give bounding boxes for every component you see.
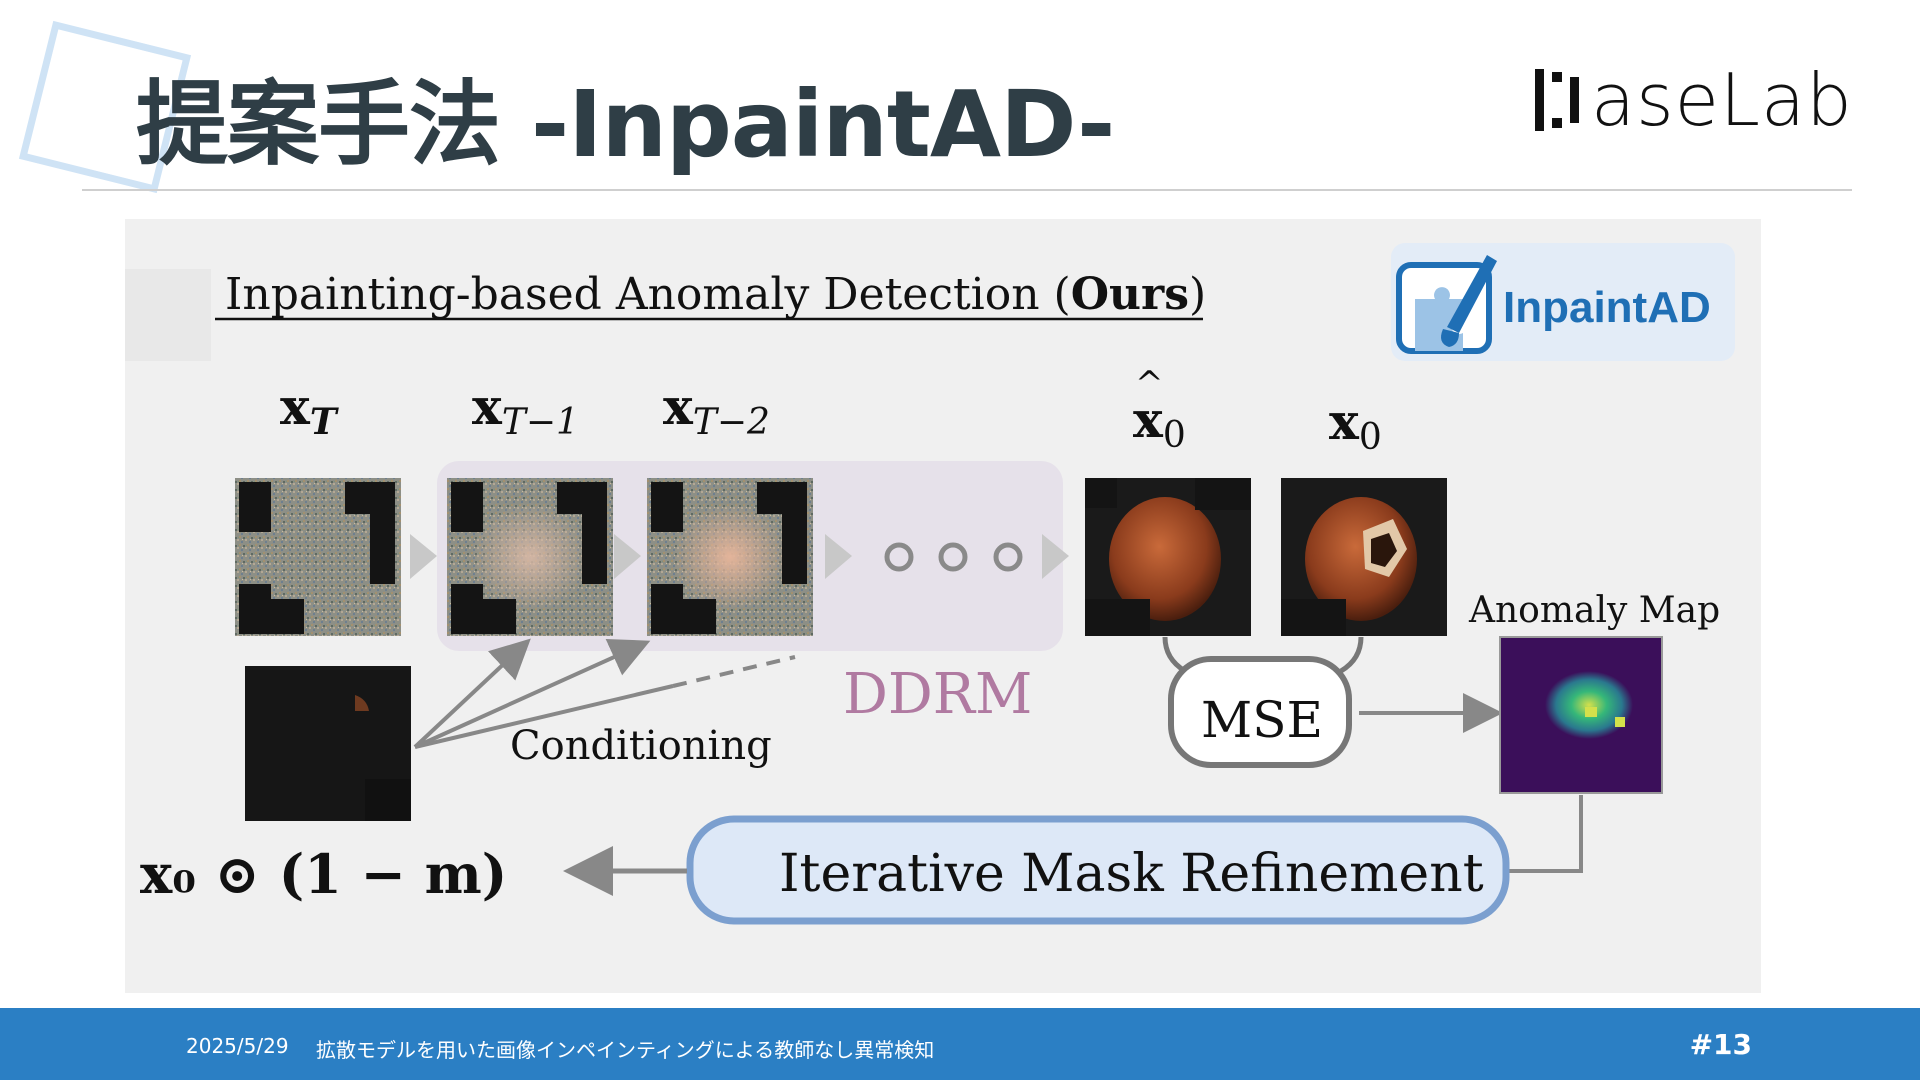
map-to-refine-connector [1509,795,1583,873]
image-xT-1 [447,478,613,636]
iterative-refinement-label: Iterative Mask Refinement [779,844,1484,904]
anomaly-map-image [1499,636,1663,794]
inpaintad-badge: InpaintAD [1391,243,1735,361]
image-x0 [1281,478,1447,636]
ddrm-label: DDRM [843,662,1032,727]
figure-heading: Inpainting-based Anomaly Detection (Ours… [225,269,1206,320]
image-xT [235,478,401,636]
footer-date: 2025/5/29 [186,1034,289,1058]
image-xT-2 [647,478,813,636]
title-divider [82,189,1852,191]
method-diagram: Inpainting-based Anomaly Detection (Ours… [125,243,1735,925]
label-xT: xT [280,377,339,443]
masked-input-label: x₀ ⊙ (1 − m) [140,842,507,906]
page-number: #13 [1689,1028,1752,1061]
label-x0: x0 [1329,392,1382,458]
conditioning-arrows [413,638,796,749]
image-x0-hat [1085,478,1251,636]
label-xT-1: xT−1 [472,377,579,443]
logo-text: aseLab [1591,58,1853,142]
latent-labels: xT xT−1 xT−2 x0 ^ x0 [280,364,1382,458]
logo-mark-icon [1535,69,1579,131]
mse-label: MSE [1201,691,1323,749]
process-arrows [410,534,1069,579]
anomaly-map-label: Anomaly Map [1468,590,1720,631]
image-masked-input [245,666,411,821]
footer-bar [0,1008,1920,1080]
svg-text:InpaintAD: InpaintAD [1503,283,1711,332]
slide-title: 提案手法 -InpaintAD- [136,71,1115,178]
ellipsis-steps [884,542,1023,572]
lab-logo: aseLab [1535,60,1853,140]
footer-subject: 拡散モデルを用いた画像インペインティングによる教師なし異常検知 [316,1038,935,1062]
hat-mark: ^ [1135,364,1164,404]
mse-box [1168,656,1352,768]
label-x0-hat: x0 [1133,390,1186,456]
label-xT-2: xT−2 [663,377,770,443]
conditioning-label: Conditioning [510,723,772,769]
iterative-refinement-box [686,815,1510,925]
faint-patch [125,269,211,361]
method-figure: Inpainting-based Anomaly Detection (Ours… [125,219,1761,993]
